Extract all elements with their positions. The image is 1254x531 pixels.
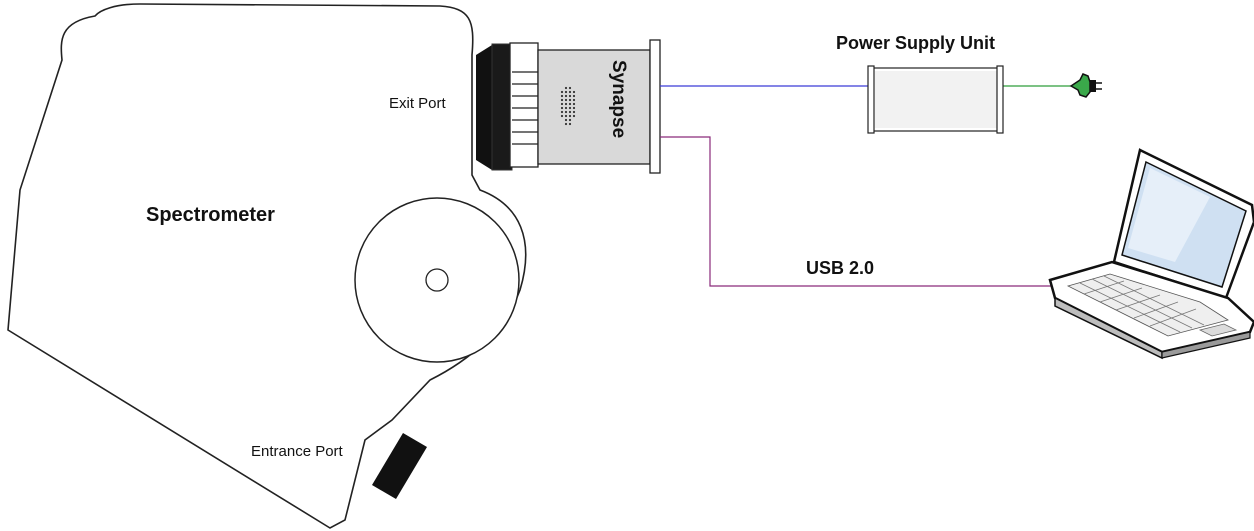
psu-left-cap <box>867 65 875 134</box>
laptop-keyboard <box>1066 273 1229 337</box>
entrance-port-block <box>372 433 427 499</box>
synapse-label: Synapse <box>608 60 629 138</box>
exit-port-label: Exit Port <box>389 95 447 112</box>
laptop-touchpad <box>1198 323 1238 337</box>
usb-label: USB 2.0 <box>806 258 874 278</box>
exit-port-flange <box>491 43 513 171</box>
turret-hub <box>425 268 449 292</box>
adapter-ring <box>509 42 539 168</box>
synapse-detector: Synapse <box>537 39 661 174</box>
psu-box-shade <box>875 71 997 128</box>
spectrometer-housing <box>7 3 527 529</box>
psu-right-cap <box>996 65 1004 134</box>
entrance-port-label: Entrance Port <box>251 443 344 460</box>
synapse-vent-dots <box>560 86 576 126</box>
power-supply-unit: Power Supply Unit <box>836 33 1004 134</box>
spectrometer-label: Spectrometer <box>146 204 275 226</box>
ac-plug-icon <box>1069 73 1102 98</box>
laptop-icon <box>1048 148 1254 360</box>
usb-cable <box>660 136 1052 287</box>
exit-port-connector <box>476 42 539 171</box>
power-supply-label: Power Supply Unit <box>836 33 995 53</box>
screen-glare <box>1128 168 1210 262</box>
synapse-faceplate <box>649 39 661 174</box>
synapse-body <box>537 49 651 165</box>
laptop-side-edge <box>1161 331 1251 359</box>
spectrometer: Spectrometer Exit Port Entrance Port <box>7 3 527 529</box>
adapter-fins <box>512 71 538 145</box>
